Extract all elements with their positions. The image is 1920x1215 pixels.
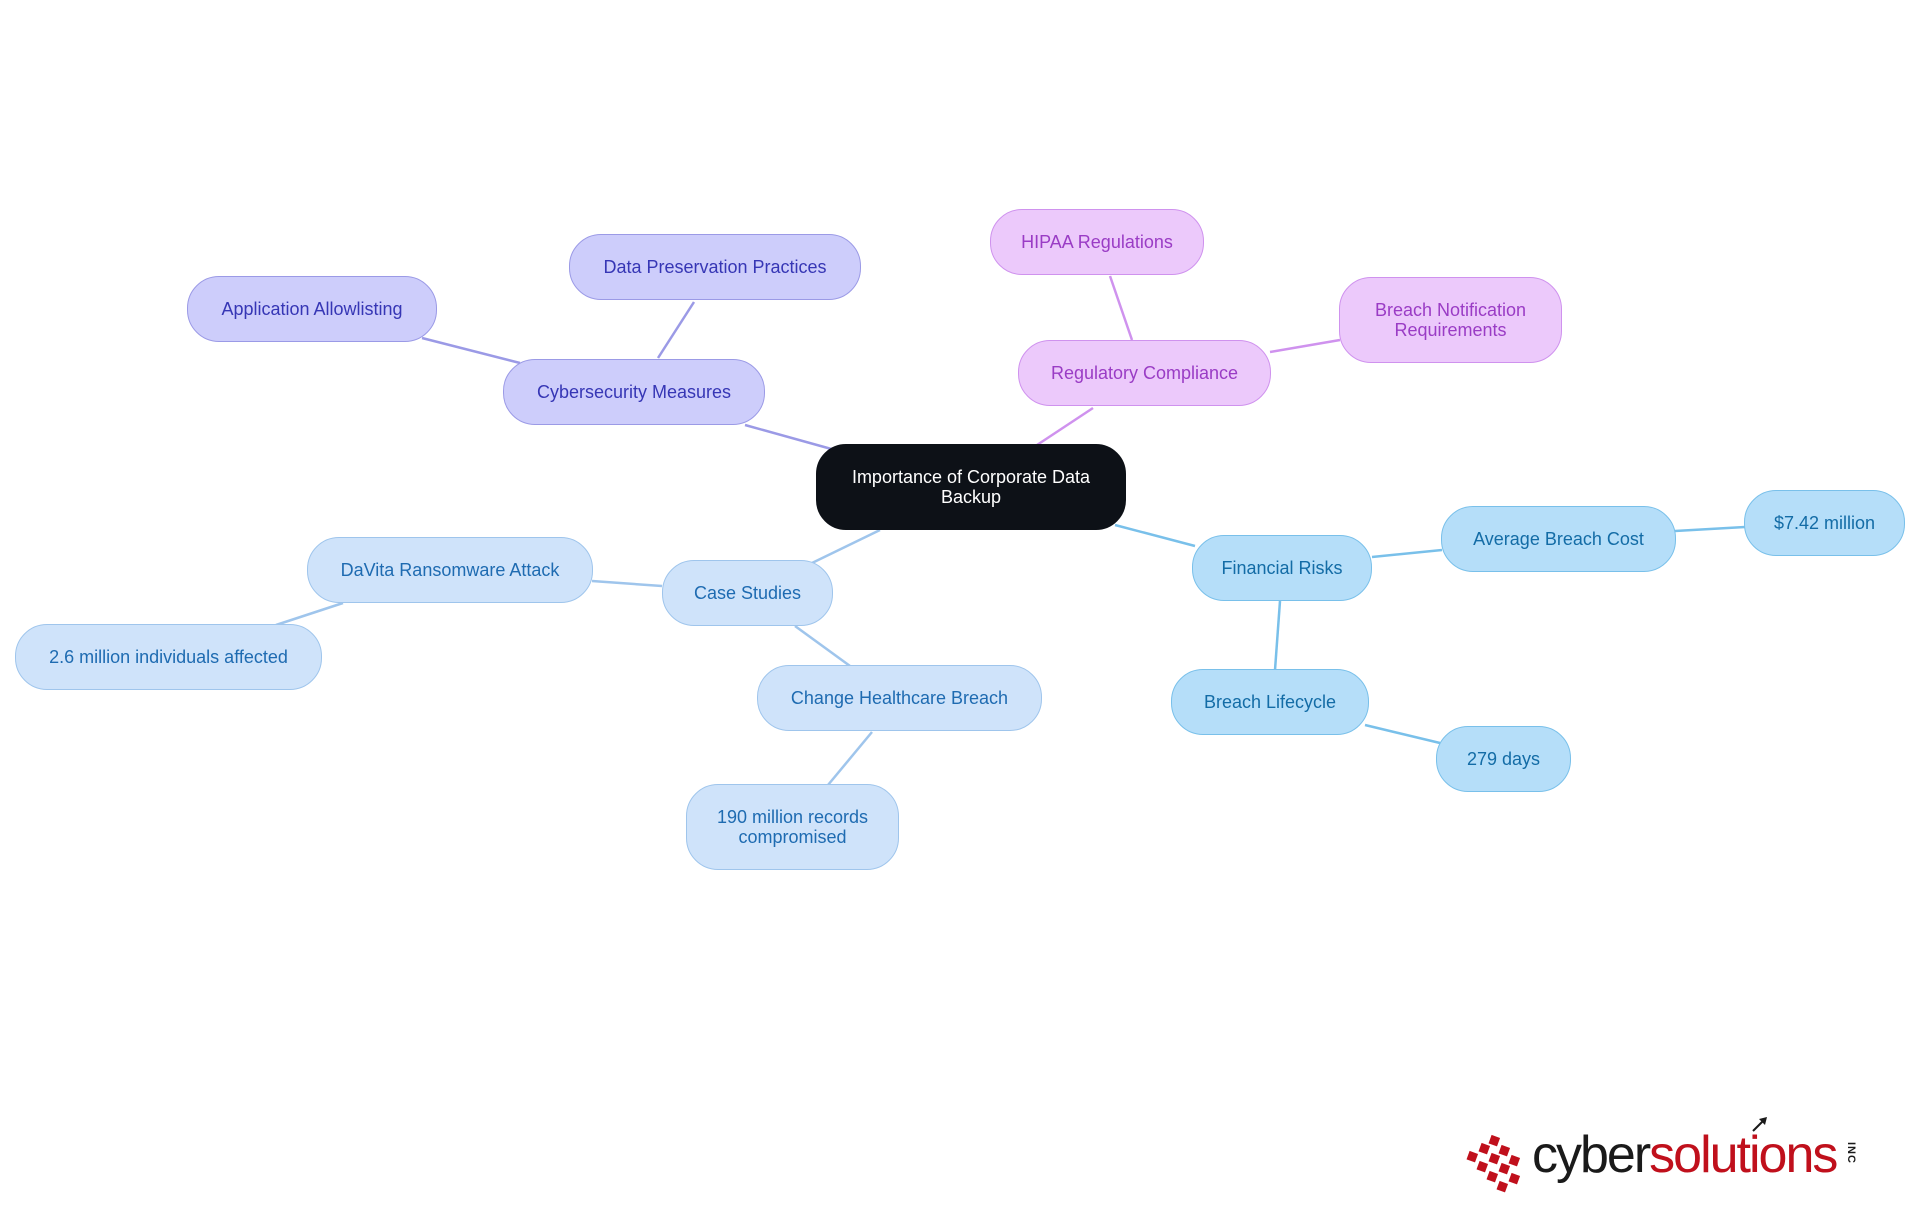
hipaa-regulations-node[interactable]: HIPAA Regulations — [990, 209, 1204, 275]
regulatory-compliance-label: Regulatory Compliance — [1050, 363, 1239, 383]
edge-cyber-preservation — [656, 301, 696, 359]
cybersecurity-node[interactable]: Cybersecurity Measures — [503, 359, 765, 425]
average-breach-cost-node[interactable]: Average Breach Cost — [1441, 506, 1676, 572]
breach-lifecycle-node[interactable]: Breach Lifecycle — [1171, 669, 1369, 735]
edge-davita-value — [275, 601, 344, 627]
financial-risks-label: Financial Risks — [1221, 558, 1343, 578]
hipaa-regulations-label: HIPAA Regulations — [1021, 232, 1173, 252]
edge-root-financial — [1114, 523, 1196, 548]
root-label: Importance of Corporate Data Backup — [851, 467, 1091, 507]
change-healthcare-node[interactable]: Change Healthcare Breach — [757, 665, 1042, 731]
logo-arrow-icon — [1752, 1117, 1767, 1132]
edge-case-change — [794, 624, 851, 668]
application-allowlisting-label: Application Allowlisting — [221, 299, 403, 319]
logo-inc: INC — [1845, 1142, 1857, 1164]
breach-lifecycle-label: Breach Lifecycle — [1203, 692, 1337, 712]
financial-risks-node[interactable]: Financial Risks — [1192, 535, 1372, 601]
edge-root-casestudies — [811, 528, 881, 565]
logo-text-solutions: solutions — [1649, 1126, 1838, 1184]
change-healthcare-value-node[interactable]: 190 million records compromised — [686, 784, 899, 870]
davita-ransomware-label: DaVita Ransomware Attack — [340, 560, 560, 580]
edge-cyber-allowlisting — [421, 336, 521, 365]
edge-root-cybersecurity — [744, 423, 836, 452]
edge-fin-avgcost — [1371, 548, 1443, 559]
logo-wordmark: cybersolutions — [1532, 1120, 1838, 1190]
average-breach-cost-label: Average Breach Cost — [1473, 529, 1644, 549]
breach-lifecycle-value: 279 days — [1466, 749, 1541, 769]
logo-mark-icon — [1466, 1134, 1521, 1193]
edge-reg-hipaa — [1108, 275, 1134, 341]
cybersolutions-logo: cybersolutions INC — [1460, 1117, 1860, 1193]
breach-notification-node[interactable]: Breach Notification Requirements — [1339, 277, 1562, 363]
average-breach-cost-value: $7.42 million — [1773, 513, 1876, 533]
application-allowlisting-node[interactable]: Application Allowlisting — [187, 276, 437, 342]
edge-root-regulatory — [1036, 406, 1094, 447]
change-healthcare-label: Change Healthcare Breach — [790, 688, 1009, 708]
case-studies-node[interactable]: Case Studies — [662, 560, 833, 626]
edge-fin-lifecycle — [1273, 600, 1282, 671]
edge-avgcost-value — [1674, 525, 1746, 533]
logo-text-cyber: cyber — [1532, 1126, 1651, 1184]
case-studies-label: Case Studies — [693, 583, 802, 603]
change-healthcare-value: 190 million records compromised — [716, 807, 869, 847]
regulatory-compliance-node[interactable]: Regulatory Compliance — [1018, 340, 1271, 406]
davita-ransomware-node[interactable]: DaVita Ransomware Attack — [307, 537, 593, 603]
root-node[interactable]: Importance of Corporate Data Backup — [816, 444, 1126, 530]
davita-value-node[interactable]: 2.6 million individuals affected — [15, 624, 322, 690]
edge-reg-notification — [1269, 338, 1341, 354]
davita-value: 2.6 million individuals affected — [49, 647, 288, 667]
edge-change-value — [827, 731, 873, 786]
breach-notification-label: Breach Notification Requirements — [1374, 300, 1527, 340]
edge-case-davita — [591, 579, 663, 588]
average-breach-cost-value-node[interactable]: $7.42 million — [1744, 490, 1905, 556]
data-preservation-node[interactable]: Data Preservation Practices — [569, 234, 861, 300]
cybersecurity-label: Cybersecurity Measures — [536, 382, 732, 402]
edge-lifecycle-value — [1364, 723, 1441, 745]
breach-lifecycle-value-node[interactable]: 279 days — [1436, 726, 1571, 792]
data-preservation-label: Data Preservation Practices — [603, 257, 827, 277]
